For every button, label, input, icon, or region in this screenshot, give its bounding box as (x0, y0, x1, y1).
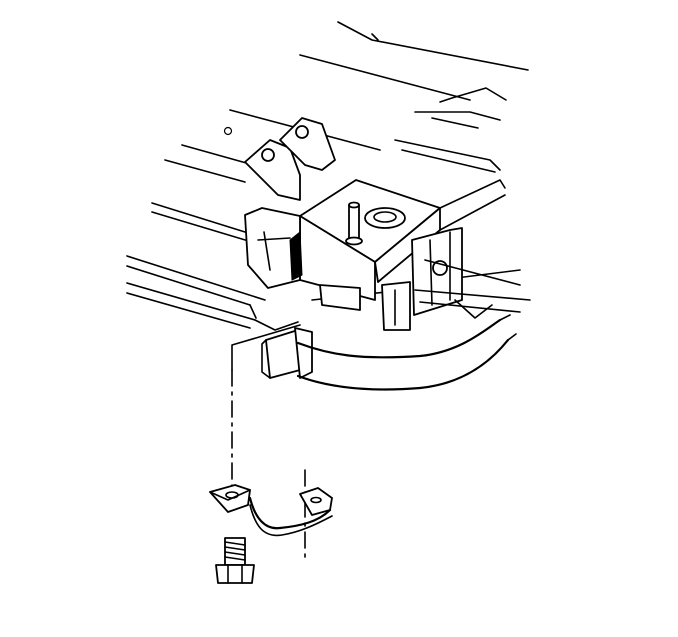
bushing-clamp-icon (209, 484, 333, 537)
stabilizer-bushing-icon (261, 327, 313, 379)
clamp-bolt-icon (215, 537, 255, 584)
stabilizer-bar-icon (296, 314, 517, 391)
bolt-centerline-icon (231, 324, 306, 561)
mounting-bracket-icon (244, 117, 506, 331)
control-arm-icon (414, 259, 531, 319)
